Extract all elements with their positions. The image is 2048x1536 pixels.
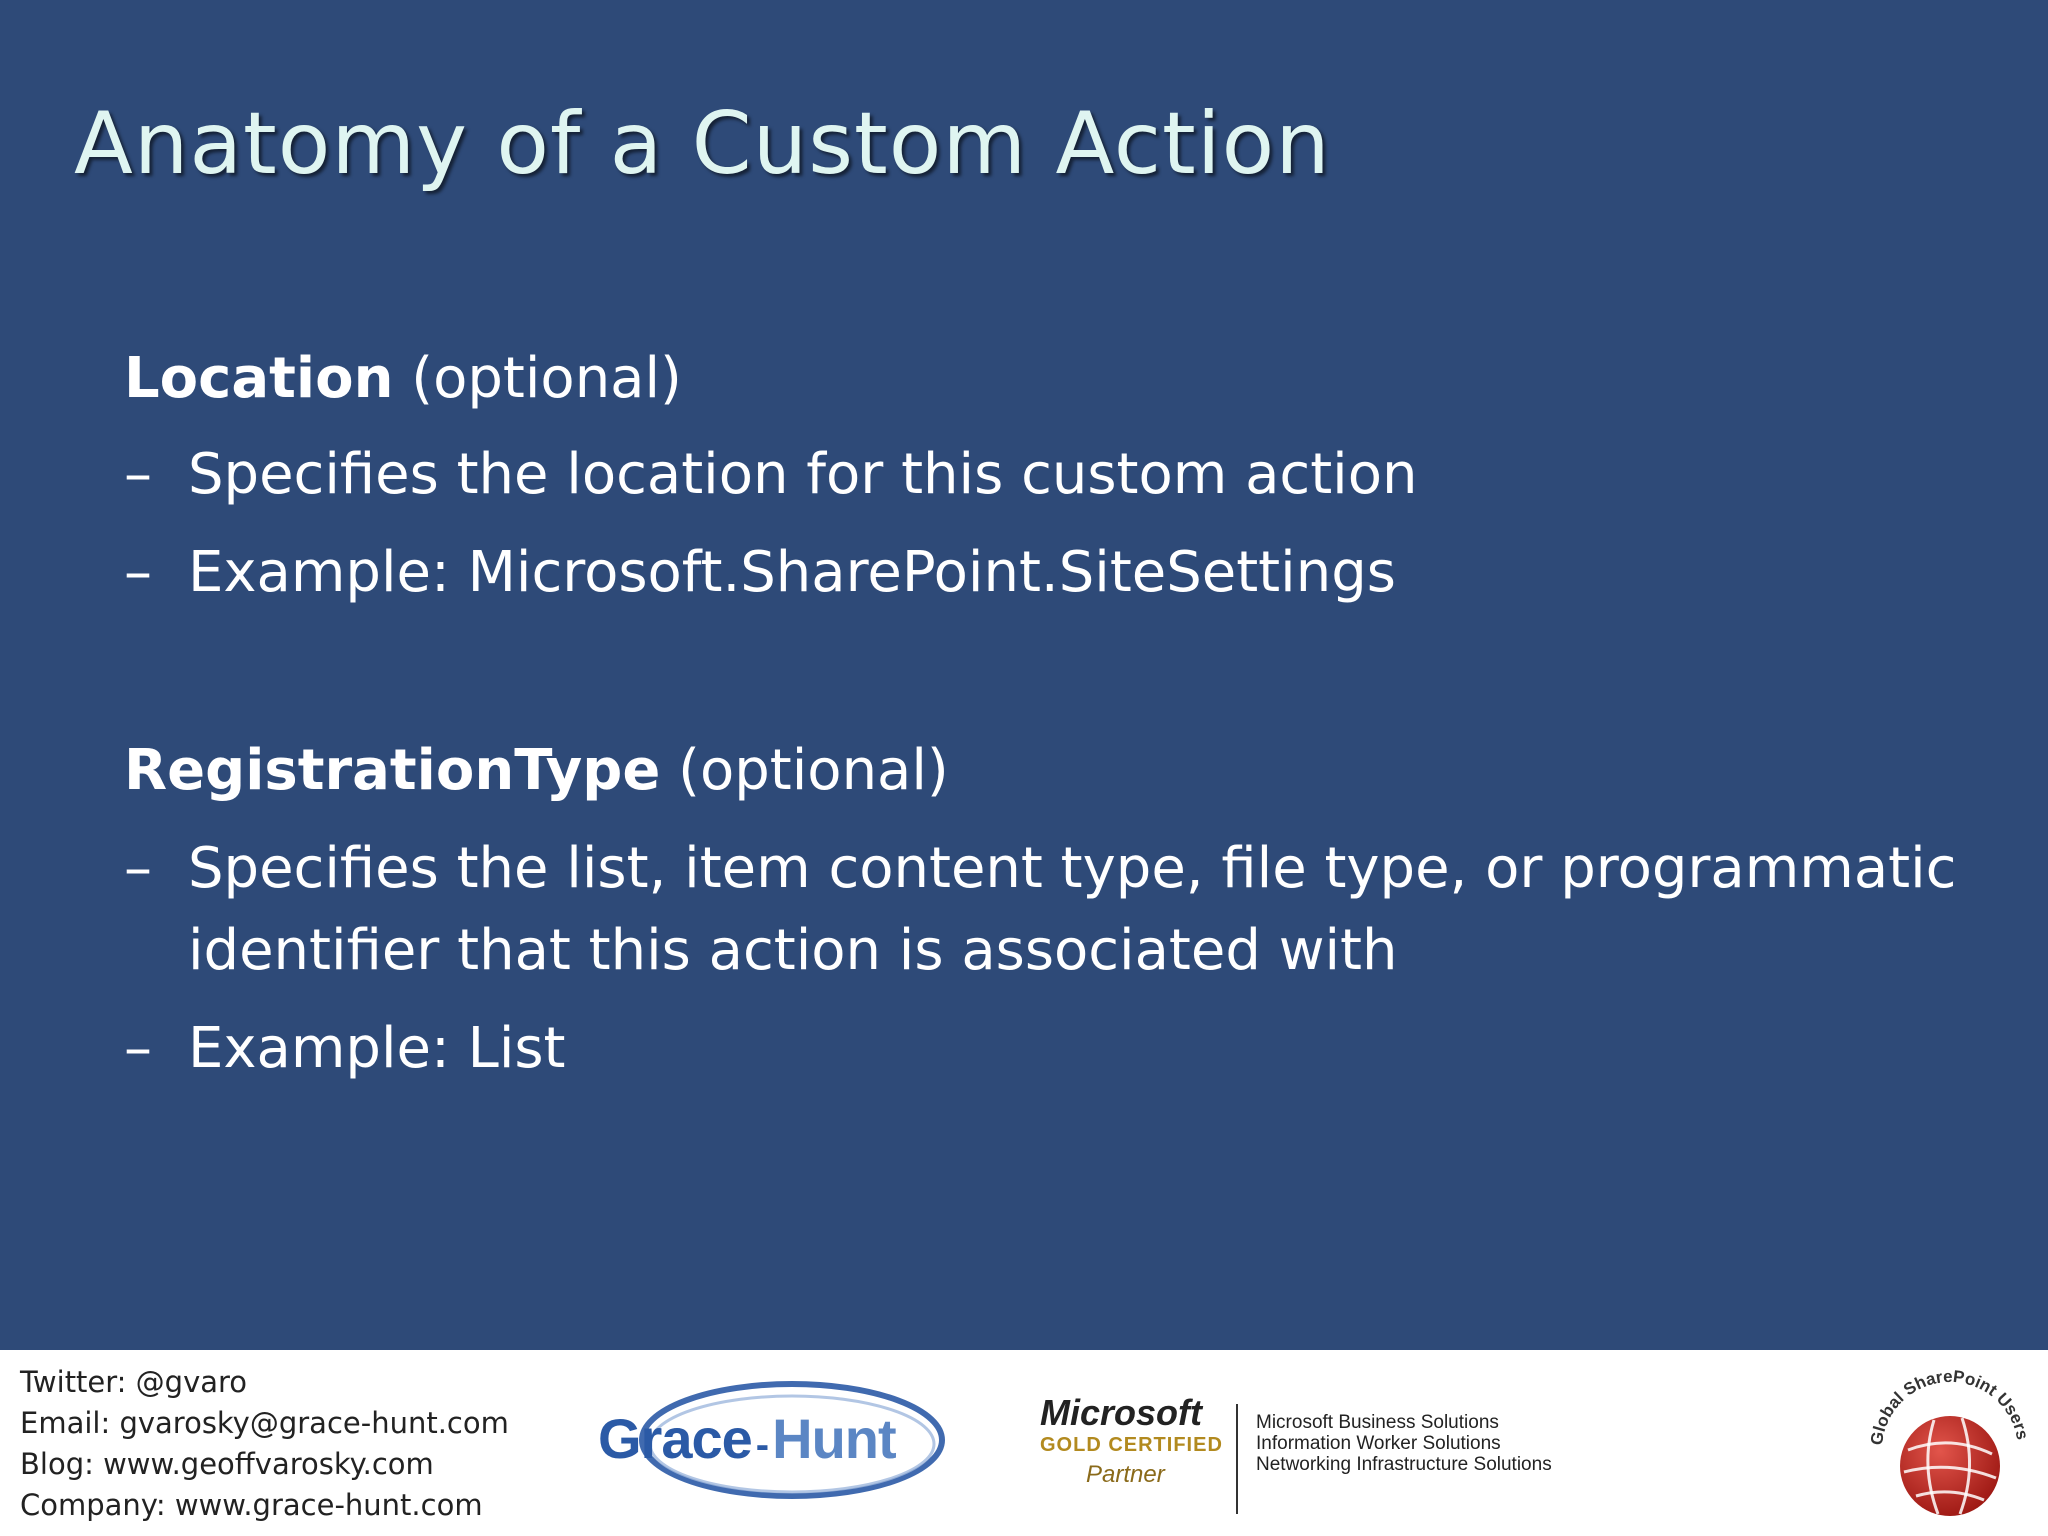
grace-hunt-swoosh-icon [639,1381,945,1499]
bullet-text: Example: Microsoft.SharePoint.SiteSettin… [188,540,1396,605]
section-heading-location: Location (optional) [124,344,682,414]
bullet-text: Specifies the list, item content type, f… [188,836,1957,901]
grace-hunt-logo: Grace-Hunt [592,1378,952,1508]
bullet-continuation: identifier that this action is associate… [188,918,1398,983]
contact-info: Twitter: @gvaro Email: gvarosky@grace-hu… [20,1362,509,1526]
microsoft-wordmark: Microsoft [1040,1392,1202,1433]
partner-label: Partner [1086,1461,1165,1488]
slide-area: Anatomy of a Custom Action Location (opt… [0,0,2048,1350]
bullet-dash: – [124,540,152,605]
heading-rest: (optional) [393,346,682,411]
bullet-item: –Example: List [124,1008,566,1090]
solution-item: Microsoft Business Solutions [1256,1412,1499,1433]
solution-item: Networking Infrastructure Solutions [1256,1454,1552,1475]
grace-hunt-wordmark: Grace-Hunt [598,1406,897,1471]
blog-line: Blog: www.geoffvarosky.com [20,1447,434,1481]
solution-item: Information Worker Solutions [1256,1433,1501,1454]
slide-title: Anatomy of a Custom Action [74,94,1331,194]
hunt-word: Hunt [772,1407,897,1470]
gold-certified-label: GOLD CERTIFIED [1040,1434,1223,1456]
email-line: Email: gvarosky@grace-hunt.com [20,1406,509,1440]
twitter-line: Twitter: @gvaro [20,1365,248,1399]
bullet-item: –Specifies the list, item content type, … [124,828,1956,910]
heading-rest: (optional) [660,738,949,803]
badge-divider [1236,1404,1238,1514]
grace-word: Grace [598,1407,753,1470]
company-line: Company: www.grace-hunt.com [20,1488,483,1522]
bullet-item: –Example: Microsoft.SharePoint.SiteSetti… [124,532,1396,614]
microsoft-partner-badge: Microsoft GOLD CERTIFIED Partner [1040,1394,1240,1492]
bullet-dash: – [124,1016,152,1081]
bullet-item: –Specifies the location for this custom … [124,434,1417,516]
bullet-text: Example: List [188,1016,566,1081]
heading-bold: Location [124,346,394,411]
footer-bar: Twitter: @gvaro Email: gvarosky@grace-hu… [0,1350,2048,1536]
bullet-dash: – [124,442,152,507]
logo-separator: - [755,1423,769,1467]
heading-bold: RegistrationType [124,738,661,803]
bullet-text: Specifies the location for this custom a… [188,442,1418,507]
section-heading-registrationtype: RegistrationType (optional) [124,736,949,806]
gsug-globe-logo-icon: Global SharePoint Users Group [1860,1354,2033,1516]
bullet-dash: – [124,836,152,901]
microsoft-solutions-list: Microsoft Business Solutions Information… [1256,1412,1552,1475]
